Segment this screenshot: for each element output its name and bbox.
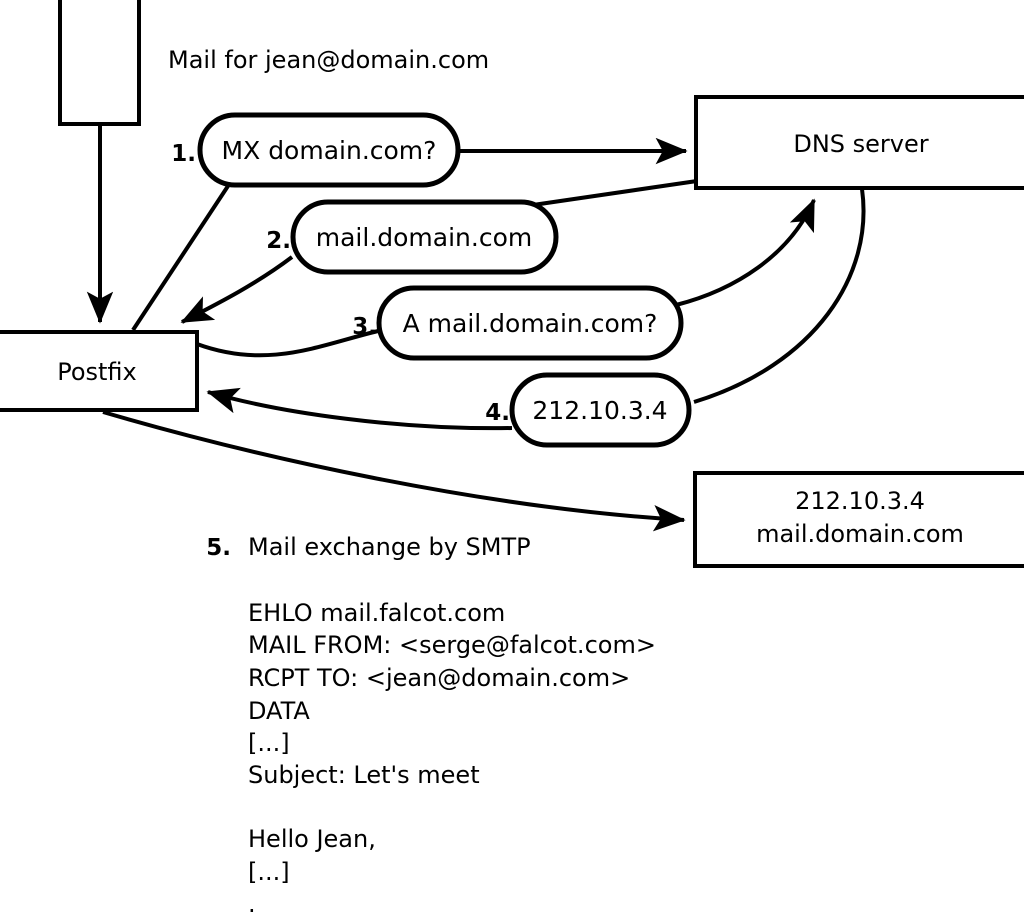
step-3-number: 3. bbox=[352, 314, 377, 340]
step-5-heading: 5. Mail exchange by SMTP bbox=[206, 533, 530, 561]
node-postfix: Postfix bbox=[0, 330, 199, 412]
smtp-line-8: [...] bbox=[248, 858, 290, 886]
step-5-number: 5. bbox=[206, 535, 231, 561]
edge-step2-dns-to-bubble bbox=[532, 179, 698, 207]
smtp-line-5: Subject: Let's meet bbox=[248, 761, 480, 789]
smtp-line-1: MAIL FROM: <serge@falcot.com> bbox=[248, 631, 656, 659]
edge-step4-bubble-to-postfix bbox=[206, 387, 513, 431]
step-3-label: A mail.domain.com? bbox=[403, 309, 658, 338]
step-5-title: Mail exchange by SMTP bbox=[248, 533, 531, 561]
edge-step3-postfix-to-bubble bbox=[196, 329, 379, 358]
smtp-line-3: DATA bbox=[248, 697, 310, 725]
edge-step1-postfix-to-bubble bbox=[131, 184, 230, 332]
smtp-line-9: . bbox=[248, 890, 256, 918]
edge-step4-dns-to-bubble bbox=[693, 188, 866, 404]
step-3-bubble: 3. A mail.domain.com? bbox=[352, 285, 684, 361]
step-2-label: mail.domain.com bbox=[316, 223, 532, 252]
step-2-number: 2. bbox=[266, 228, 291, 254]
smtp-line-4: [...] bbox=[248, 729, 290, 757]
step-2-bubble: 2. mail.domain.com bbox=[266, 199, 559, 275]
diagram-caption: Mail for jean@domain.com bbox=[168, 46, 489, 74]
node-mail-server-hostname: mail.domain.com bbox=[756, 520, 964, 548]
smtp-transcript: EHLO mail.falcot.com MAIL FROM: <serge@f… bbox=[248, 599, 656, 918]
edge-step5-postfix-to-mailserver bbox=[102, 410, 686, 532]
node-postfix-label: Postfix bbox=[57, 358, 137, 386]
step-4-label: 212.10.3.4 bbox=[532, 396, 667, 425]
step-4-bubble: 4. 212.10.3.4 bbox=[485, 372, 692, 448]
step-4-number: 4. bbox=[485, 400, 510, 426]
step-1-label: MX domain.com? bbox=[222, 136, 437, 165]
step-1-number: 1. bbox=[171, 141, 196, 167]
node-mail-server: 212.10.3.4 mail.domain.com bbox=[693, 471, 1024, 568]
smtp-line-7: Hello Jean, bbox=[248, 825, 376, 853]
node-dns-server-label: DNS server bbox=[793, 130, 928, 158]
edge-step2-bubble-to-postfix bbox=[180, 255, 294, 324]
smtp-line-0: EHLO mail.falcot.com bbox=[248, 599, 505, 627]
step-1-bubble: 1. MX domain.com? bbox=[171, 112, 461, 188]
smtp-line-2: RCPT TO: <jean@domain.com> bbox=[248, 664, 630, 692]
edge-step3-bubble-to-dns bbox=[675, 198, 816, 307]
node-dns-server: DNS server bbox=[694, 95, 1024, 190]
client-box bbox=[58, 0, 141, 126]
node-mail-server-ip: 212.10.3.4 bbox=[795, 487, 925, 515]
